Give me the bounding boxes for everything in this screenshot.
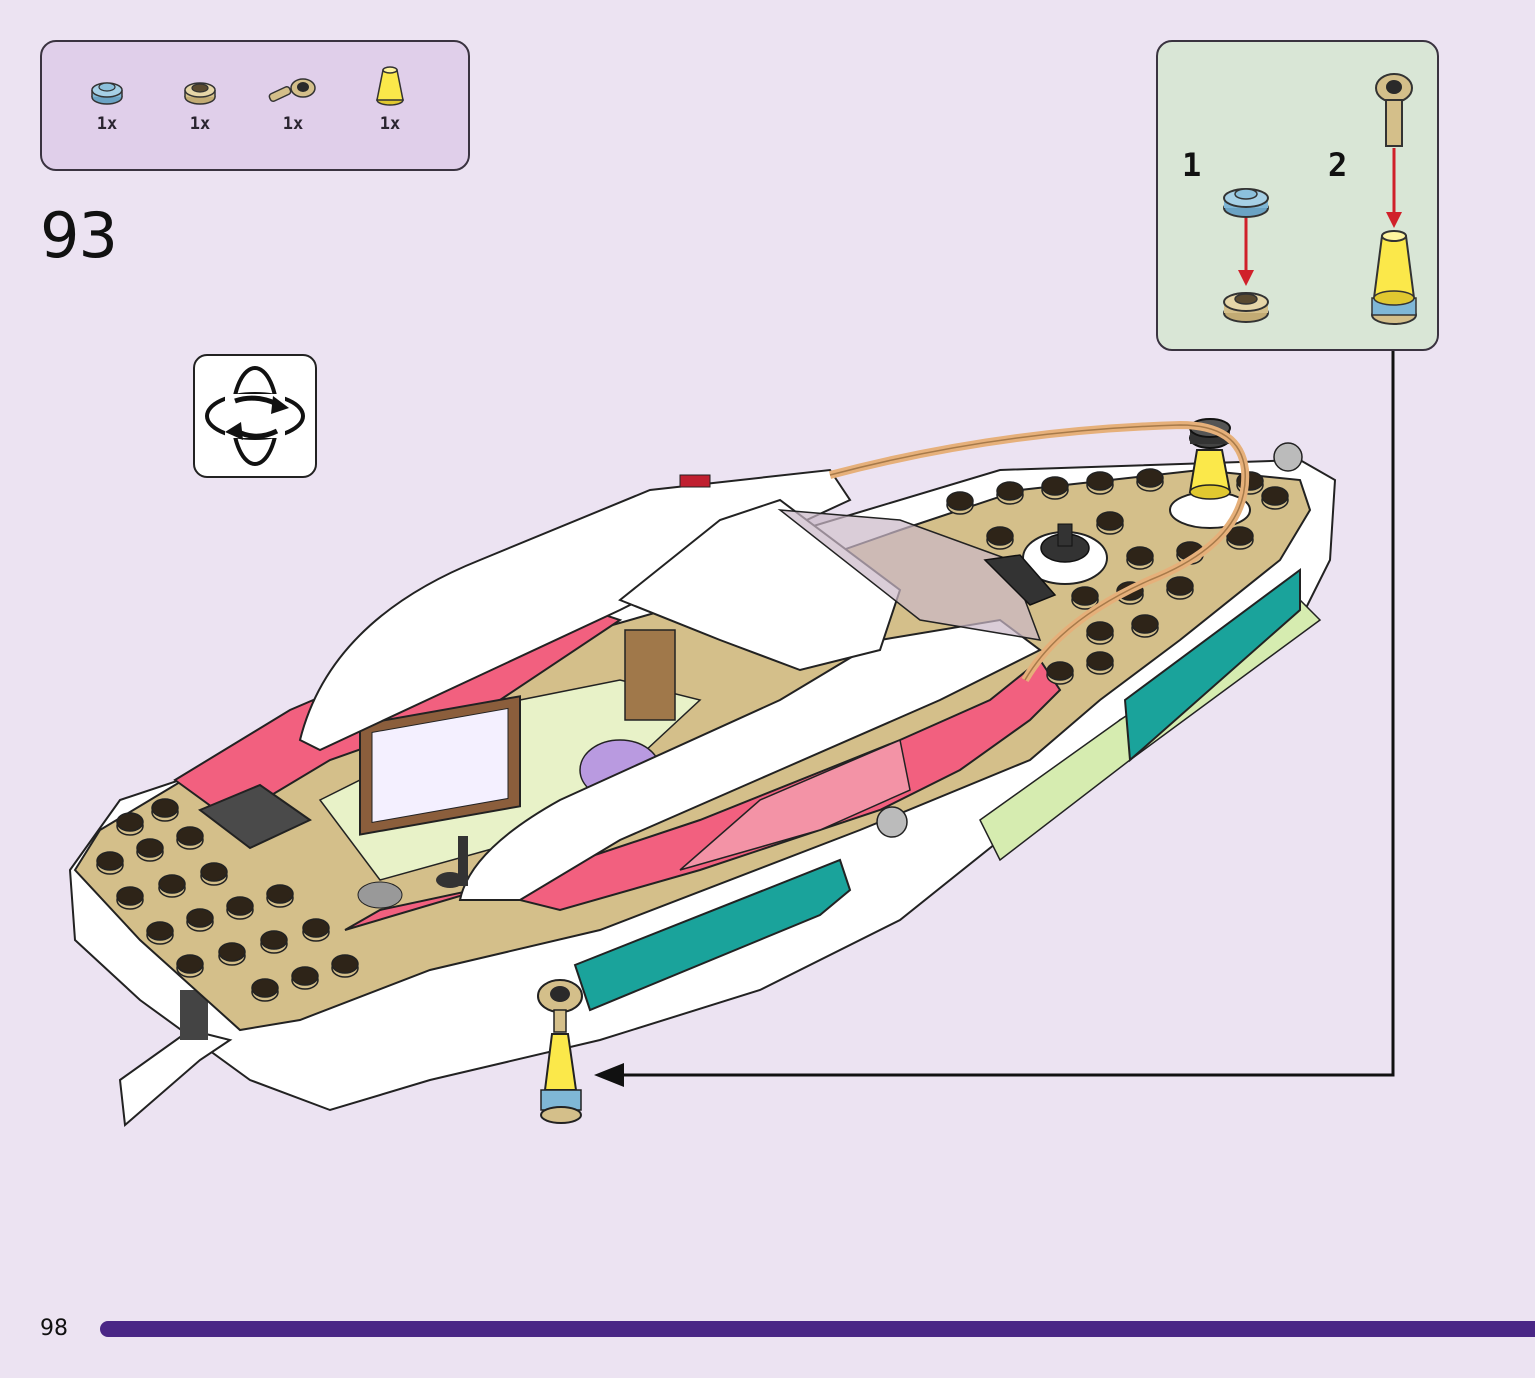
stud xyxy=(116,812,144,836)
stud xyxy=(218,942,246,966)
grey-knob xyxy=(1273,442,1303,472)
stud xyxy=(302,918,330,942)
stud xyxy=(226,896,254,920)
part-cone-yellow: 1x xyxy=(360,66,420,134)
page-number: 98 xyxy=(40,1316,68,1341)
stud xyxy=(946,491,974,515)
part-qty: 1x xyxy=(96,114,118,134)
part-qty: 1x xyxy=(379,114,401,134)
stud xyxy=(1071,586,1099,610)
stud xyxy=(96,851,124,875)
roof-canopy-front xyxy=(458,618,1042,901)
stud xyxy=(158,874,186,898)
stud xyxy=(1261,486,1289,510)
cone-yellow-icon xyxy=(1169,418,1251,529)
stud xyxy=(996,481,1024,505)
stud xyxy=(1086,471,1114,495)
grey-plate xyxy=(198,783,312,850)
stud xyxy=(1046,661,1074,685)
part-clip-bar-tan: 1x xyxy=(263,70,323,134)
stud xyxy=(176,826,204,850)
arrow-head xyxy=(1238,270,1254,286)
stud xyxy=(1126,546,1154,570)
picture-canvas xyxy=(371,707,509,823)
stud xyxy=(1131,614,1159,638)
keel xyxy=(118,1028,233,1128)
stud xyxy=(1226,526,1254,550)
stud xyxy=(251,978,279,1002)
side-panel-teal-front xyxy=(1123,568,1301,763)
part-round-plate-tan: 1x xyxy=(170,70,230,134)
part-round-plate-blue: 1x xyxy=(77,70,137,134)
sub-step-number: 1 xyxy=(1182,146,1202,184)
stud xyxy=(1086,651,1114,675)
stud xyxy=(1086,621,1114,645)
mast-post xyxy=(458,836,468,886)
rotate-model-icon xyxy=(193,354,317,478)
attached-cone-assembly xyxy=(537,979,583,1124)
round-plate-tan-icon xyxy=(184,82,216,105)
mast-base xyxy=(436,872,464,888)
round-plate-blue-icon xyxy=(91,82,123,105)
callout-arrow-head xyxy=(594,1063,624,1087)
wall-sign xyxy=(624,629,676,721)
step-number: 93 xyxy=(40,199,118,272)
stud xyxy=(136,838,164,862)
side-panel-teal xyxy=(573,858,852,1012)
stud xyxy=(1136,468,1164,492)
bow-studs xyxy=(946,468,1289,685)
part-qty: 1x xyxy=(282,114,304,134)
winch xyxy=(1022,523,1108,585)
deck-studs xyxy=(96,798,359,1002)
arrow-head xyxy=(1386,212,1402,228)
grey-knob xyxy=(876,806,908,838)
stud xyxy=(146,921,174,945)
stud xyxy=(1166,576,1194,600)
cone-yellow-icon xyxy=(1371,230,1417,325)
grey-dish xyxy=(357,881,403,909)
stud xyxy=(1096,511,1124,535)
round-plate-blue-icon xyxy=(1223,188,1269,218)
stud xyxy=(151,798,179,822)
stud xyxy=(266,884,294,908)
stud xyxy=(331,954,359,978)
sub-step-number: 2 xyxy=(1328,146,1348,184)
rope-outline xyxy=(829,424,1246,681)
stud xyxy=(986,526,1014,550)
parts-list-box: 1x 1x 1x 1x xyxy=(40,40,470,171)
sub-assembly-box: 1 2 xyxy=(1156,40,1439,351)
cone-yellow-icon xyxy=(376,66,404,106)
callout-connector-line xyxy=(620,351,1395,1077)
round-plate-tan-icon xyxy=(1223,292,1269,323)
part-qty: 1x xyxy=(189,114,211,134)
page-progress-bar xyxy=(100,1321,1535,1337)
sub-assembly-illustration xyxy=(1223,73,1417,325)
stud xyxy=(186,908,214,932)
stud xyxy=(116,886,144,910)
stud xyxy=(176,954,204,978)
side-window-pink xyxy=(679,738,911,871)
stud xyxy=(1041,476,1069,500)
red-brick xyxy=(679,474,711,488)
stud xyxy=(291,966,319,990)
clip-bar-tan-icon xyxy=(1375,73,1413,147)
stud xyxy=(260,930,288,954)
stud xyxy=(200,862,228,886)
clip-bar-tan-icon xyxy=(268,78,316,103)
black-clip xyxy=(983,554,1057,606)
